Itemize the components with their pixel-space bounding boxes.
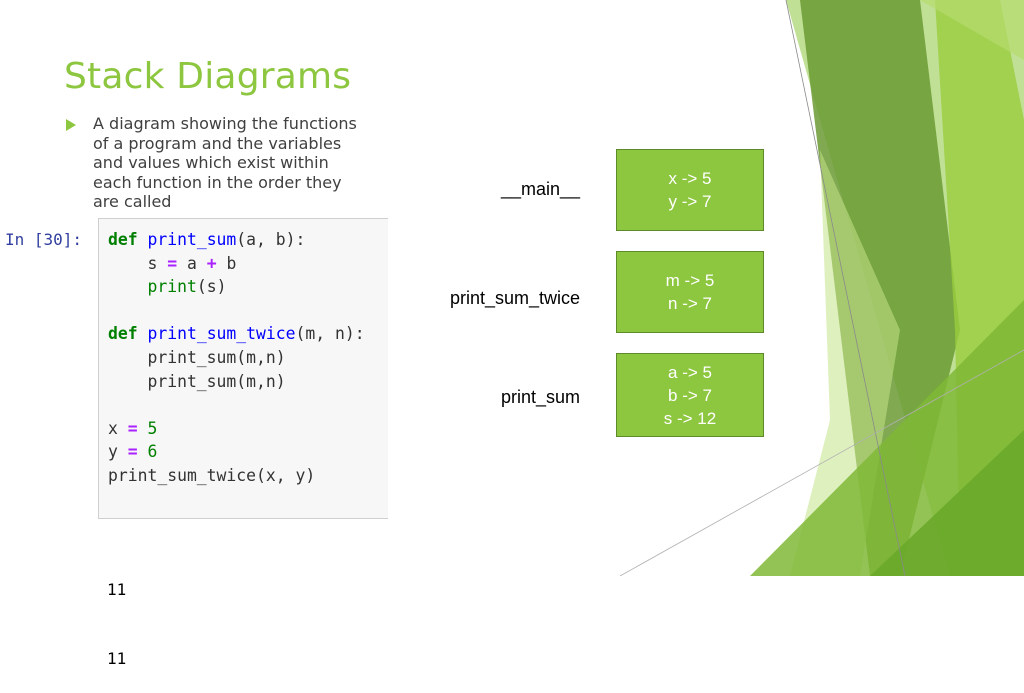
code-line: print_sum_twice(x, y): [108, 465, 316, 485]
cell-prompt: In [30]:: [5, 230, 83, 249]
slide-title: Stack Diagrams: [64, 56, 352, 97]
frame-box-print-sum: a -> 5 b -> 7 s -> 12: [616, 353, 764, 437]
code-cell[interactable]: def print_sum(a, b): s = a + b print(s) …: [98, 218, 388, 519]
code-line: def print_sum_twice(m, n):: [108, 324, 365, 344]
code-line: [108, 299, 365, 323]
frame-var: n -> 7: [668, 294, 712, 313]
frame-box-main: x -> 5 y -> 7: [616, 149, 764, 231]
cell-output: 11 11: [107, 532, 126, 693]
frame-var: x -> 5: [668, 169, 712, 188]
code-line: print_sum(m,n): [108, 371, 286, 391]
code-line: [108, 393, 365, 417]
frame-box-print-sum-twice: m -> 5 n -> 7: [616, 251, 764, 333]
frame-var: b -> 7: [668, 385, 712, 405]
frame-var: y -> 7: [668, 192, 712, 211]
bullet-text: A diagram showing the functions of a pro…: [93, 114, 357, 211]
frame-var: s -> 12: [663, 408, 717, 428]
frame-label-main: __main__: [500, 179, 580, 199]
code-line: def print_sum(a, b):: [108, 230, 306, 249]
code-line: s = a + b: [108, 253, 237, 273]
frame-label-print-sum-twice: print_sum_twice: [449, 288, 580, 308]
code-line: x = 5: [108, 418, 158, 438]
output-line: 11: [107, 580, 127, 599]
code-block: def print_sum(a, b): s = a + b print(s) …: [108, 228, 365, 488]
code-line: print(s): [147, 277, 227, 297]
code-line: y = 6: [108, 442, 158, 462]
frame-label-print-sum: print_sum: [500, 387, 580, 407]
bullet-arrow-icon: [66, 119, 76, 131]
frame-var: m -> 5: [665, 271, 715, 290]
frame-var: a -> 5: [668, 362, 712, 382]
output-line: 11: [107, 649, 127, 668]
code-line: print_sum(m,n): [108, 347, 286, 367]
